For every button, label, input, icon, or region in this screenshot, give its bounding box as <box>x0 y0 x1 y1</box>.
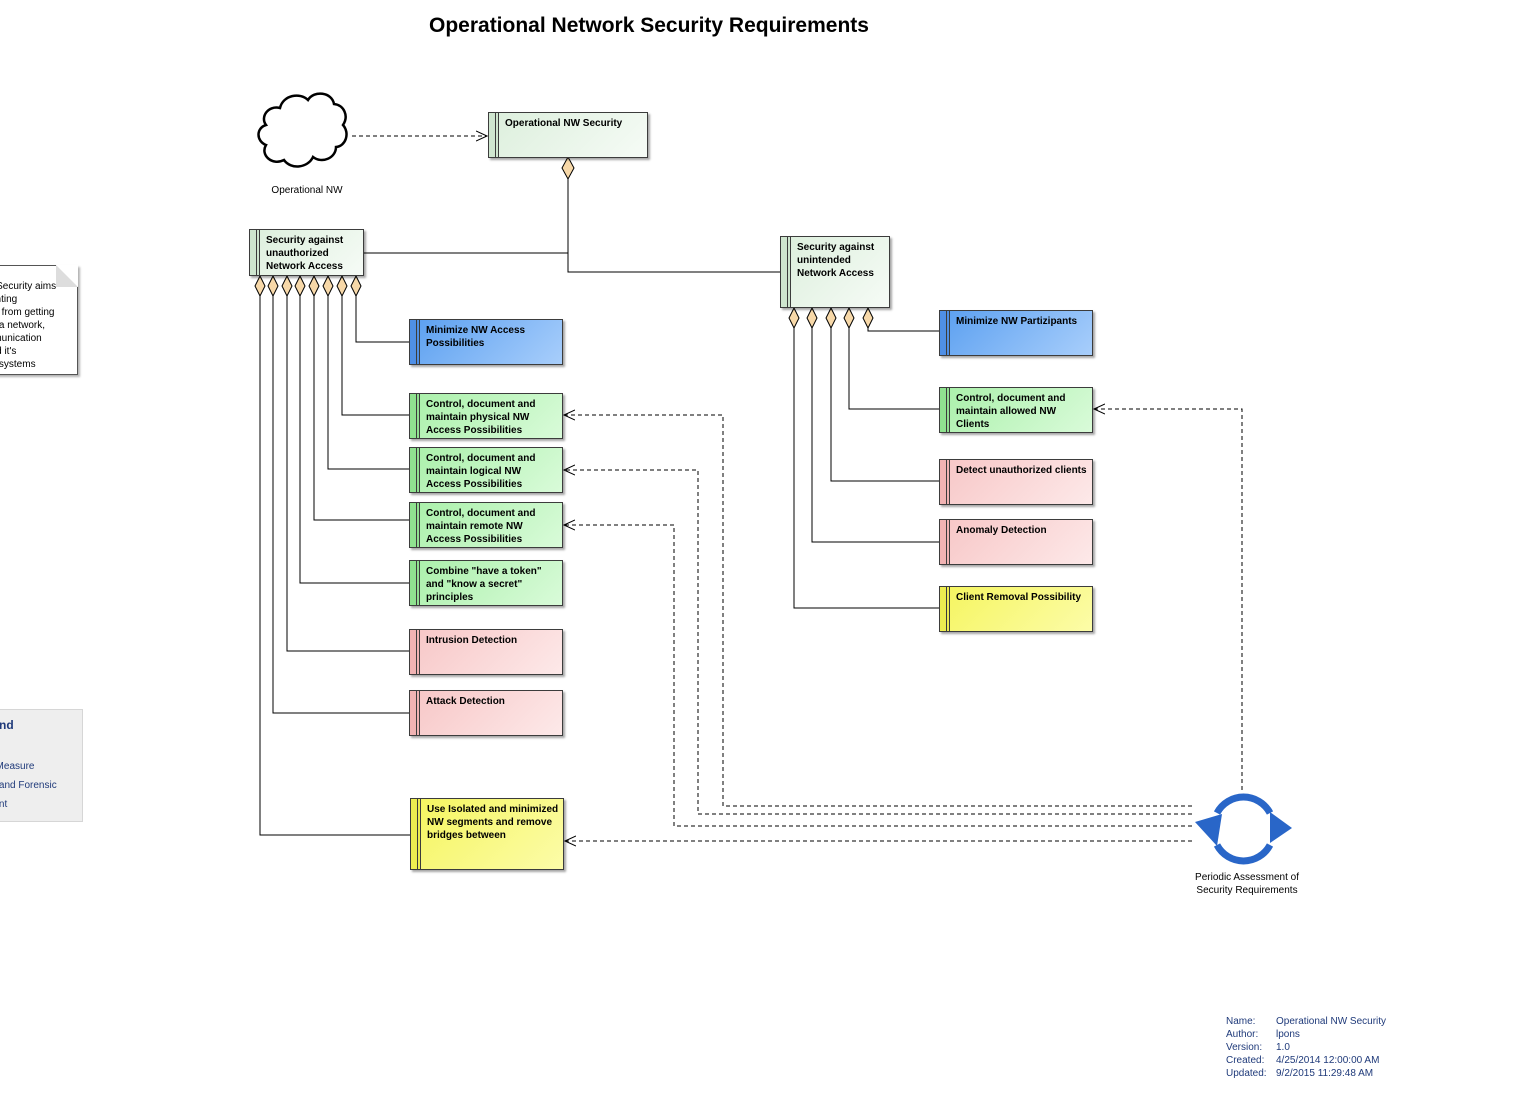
requirement-physical-access[interactable]: Control, document and maintain physical … <box>409 393 563 439</box>
right-aggregation-diamonds <box>788 306 874 330</box>
requirement-remote-access[interactable]: Control, document and maintain remote NW… <box>409 502 563 548</box>
legend-item: ment <box>0 799 8 810</box>
legend-title: gend <box>0 718 14 732</box>
meta-version: 1.0 <box>1276 1042 1290 1053</box>
legend-item: on and Forensic <box>0 780 57 791</box>
cycle-arrows-icon <box>1195 793 1292 865</box>
requirement-isolated-segments[interactable]: Use Isolated and minimized NW segments a… <box>410 798 564 870</box>
meta-updated-key: Updated: <box>1226 1068 1267 1079</box>
left-aggregation-lines <box>259 296 410 836</box>
meta-created: 4/25/2014 12:00:00 AM <box>1276 1055 1380 1066</box>
root-to-unauthorized-link <box>364 179 569 254</box>
requirement-token-secret[interactable]: Combine "have a token" and "know a secre… <box>409 560 563 606</box>
requirement-minimize-access[interactable]: Minimize NW Access Possibilities <box>409 319 563 365</box>
legend-item: al Measure <box>0 761 35 772</box>
meta-name: Operational NW Security <box>1276 1016 1387 1027</box>
trace-dependencies <box>564 409 1243 841</box>
process-label-line-1: Periodic Assessment of <box>1195 872 1299 883</box>
meta-author-key: Author: <box>1226 1029 1259 1040</box>
meta-name-key: Name: <box>1226 1016 1256 1027</box>
cloud-icon <box>257 92 348 168</box>
process-label: Periodic Assessment of Security Requirem… <box>1182 871 1312 897</box>
requirement-anomaly-detection[interactable]: Anomaly Detection <box>939 519 1093 565</box>
diagram-metadata: Name: Operational NW Security Author: lpon… <box>1226 1015 1386 1080</box>
meta-author: lpons <box>1276 1029 1300 1040</box>
meta-created-key: Created: <box>1226 1055 1265 1066</box>
requirement-allowed-clients[interactable]: Control, document and maintain allowed N… <box>939 387 1093 433</box>
requirement-intrusion-detection[interactable]: Intrusion Detection <box>409 629 563 675</box>
process-label-line-2: Security Requirements <box>1196 885 1298 896</box>
requirement-detect-unauthorized[interactable]: Detect unauthorized clients <box>939 459 1093 505</box>
note-fold <box>56 265 78 287</box>
meta-version-key: Version: <box>1226 1042 1263 1053</box>
requirement-minimize-participants[interactable]: Minimize NW Partizipants <box>939 310 1093 356</box>
note[interactable]: rk Security aimsventingers from getting … <box>0 265 78 375</box>
diagram-title: Operational Network Security Requirement… <box>429 14 869 37</box>
root-requirement[interactable]: Operational NW Security <box>488 112 648 158</box>
group-unintended-access[interactable]: Security against unintended Network Acce… <box>780 236 890 308</box>
requirement-client-removal[interactable]: Client Removal Possibility <box>939 586 1093 632</box>
meta-updated: 9/2/2015 11:29:48 AM <box>1276 1068 1374 1079</box>
left-aggregation-diamonds <box>254 274 362 298</box>
root-to-unintended-link <box>567 253 780 273</box>
requirement-logical-access[interactable]: Control, document and maintain logical N… <box>409 447 563 493</box>
group-unauthorized-access[interactable]: Security against unauthorized Network Ac… <box>249 229 364 276</box>
legend[interactable]: gend al Measure on and Forensic ment <box>0 709 83 822</box>
note-text: rk Security aimsventingers from getting … <box>0 281 57 370</box>
requirement-attack-detection[interactable]: Attack Detection <box>409 690 563 736</box>
right-aggregation-lines <box>793 328 940 609</box>
aggregation-diamond <box>561 155 575 181</box>
cloud-label: Operational NW <box>271 185 343 196</box>
